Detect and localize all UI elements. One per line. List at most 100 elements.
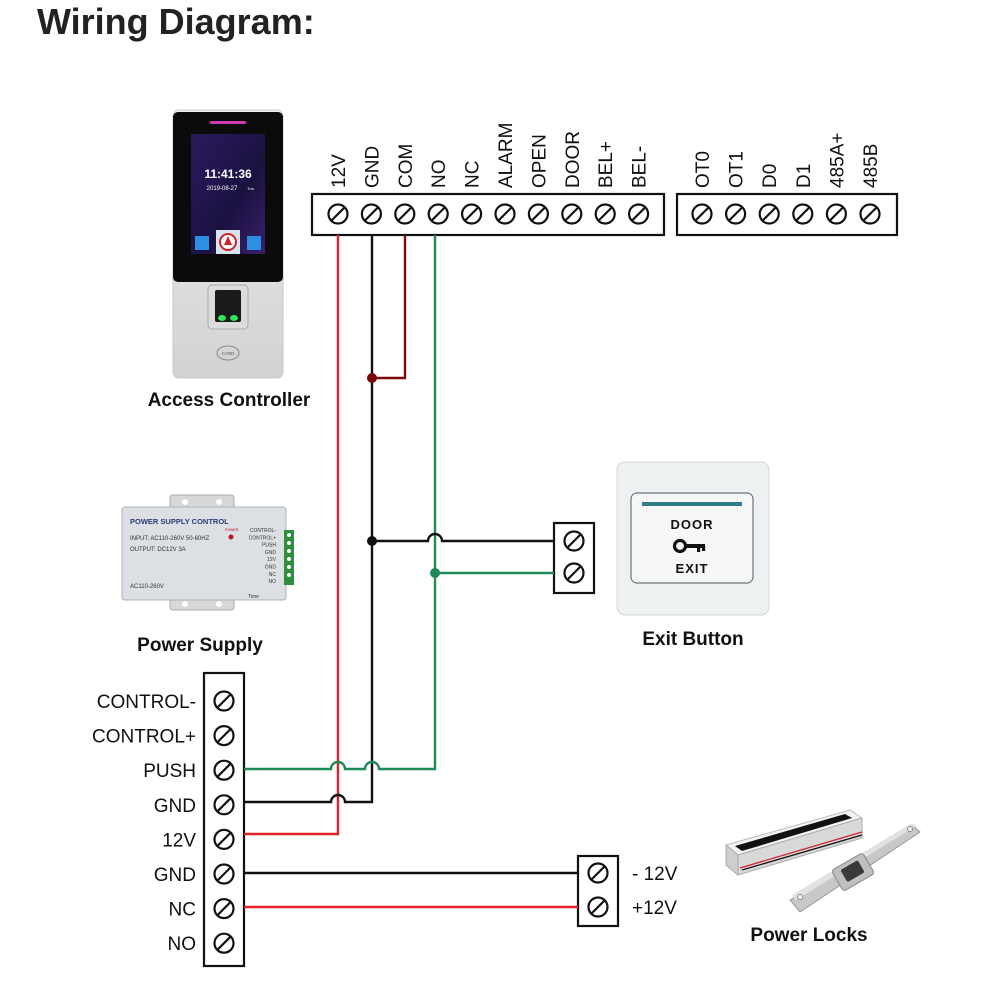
controller-main-terminal-label: NO — [429, 160, 450, 189]
psu-terminal-3 — [213, 794, 235, 816]
svg-text:AC110-260V: AC110-260V — [130, 584, 164, 590]
power-supply-device: POWER SUPPLY CONTROL INPUT: AC110-260V 5… — [121, 494, 294, 611]
controller-main-terminal-1 — [360, 203, 382, 225]
access-controller-caption: Access Controller — [148, 390, 311, 411]
screen-time: 11:41:36 — [204, 167, 252, 181]
psu-terminal-label: CONTROL- — [97, 692, 196, 713]
psu-terminal-5 — [213, 863, 235, 885]
svg-text:POWER: POWER — [225, 528, 239, 532]
exit-button-device: DOOR EXIT — [616, 461, 770, 616]
keypad-icon — [195, 236, 209, 250]
wire-com-dark-red — [372, 235, 407, 380]
controller-aux-terminal-label: 485B — [861, 144, 882, 188]
controller-main-terminal-label: NC — [463, 161, 484, 188]
psu-terminal-label: PUSH — [143, 761, 196, 782]
controller-main-terminal-label: GND — [362, 146, 383, 188]
psu-label-title: POWER SUPPLY CONTROL — [130, 517, 229, 526]
controller-main-terminal-label: 12V — [329, 154, 350, 188]
wire-gnd-black — [244, 235, 374, 804]
controller-main-terminal-9 — [627, 203, 650, 225]
power-locks-caption: Power Locks — [750, 925, 867, 946]
power-locks-label-neg: - 12V — [632, 864, 678, 885]
controller-aux-terminal-1 — [724, 203, 747, 225]
power-locks-label-pos: +12V — [632, 898, 677, 919]
svg-text:Time: Time — [248, 594, 259, 600]
psu-terminal-1 — [213, 724, 235, 747]
access-controller-device: 11:41:36 2019-08-27 Tue. CARD — [172, 109, 284, 379]
psu-device-terminal-label: GND — [265, 550, 277, 556]
psu-terminal-label: GND — [154, 865, 196, 886]
psu-terminal-label: 12V — [162, 830, 196, 851]
controller-main-terminal-4 — [461, 203, 483, 225]
exit-button-caption: Exit Button — [642, 629, 743, 650]
controller-main-terminal-label: BEL- — [630, 146, 651, 188]
svg-text:OUTPUT: DC12V 3A: OUTPUT: DC12V 3A — [130, 547, 186, 553]
controller-main-terminal-0 — [327, 203, 349, 225]
screen-day: Tue. — [247, 186, 255, 191]
psu-device-terminal-label: CONTROL+ — [249, 535, 276, 541]
psu-terminal-4 — [213, 828, 235, 851]
psu-terminal-6 — [213, 897, 235, 920]
power-locks-terminal-pos — [587, 896, 609, 918]
psu-terminal-block — [202, 671, 246, 968]
psu-device-terminal-label: CONTROL- — [250, 528, 276, 534]
exit-button-door-text: DOOR — [671, 517, 714, 532]
psu-terminal-label: GND — [154, 796, 196, 817]
controller-aux-terminal-0 — [691, 203, 713, 225]
psu-device-terminal-label: GND — [265, 565, 277, 571]
controller-aux-terminal-label: 485A+ — [827, 133, 848, 188]
controller-aux-terminal-label: OT0 — [693, 151, 714, 188]
electric-strike-device — [789, 823, 921, 913]
controller-main-terminal-6 — [527, 203, 550, 225]
controller-aux-terminal-5 — [859, 203, 881, 225]
psu-device-terminal-label: PUSH — [262, 543, 276, 549]
page-title: Wiring Diagram: — [37, 1, 315, 42]
psu-device-terminal-label: 12V — [267, 557, 277, 563]
menu-icon — [247, 236, 261, 250]
controller-main-terminal-3 — [427, 203, 449, 225]
controller-main-terminal-label: COM — [396, 144, 417, 188]
wire-12v-red — [244, 235, 340, 836]
psu-terminal-label: NO — [168, 934, 197, 955]
power-led — [228, 534, 234, 540]
psu-terminal-0 — [213, 690, 235, 712]
controller-aux-terminal-label: OT1 — [727, 151, 748, 188]
controller-aux-terminal-4 — [825, 203, 848, 225]
wire-exit-gnd-black — [372, 532, 554, 543]
controller-aux-terminal-label: D0 — [760, 164, 781, 188]
psu-terminal-2 — [213, 759, 235, 781]
controller-main-terminal-label: BEL+ — [596, 141, 617, 188]
power-supply-caption: Power Supply — [137, 635, 263, 656]
controller-aux-terminal-label: D1 — [794, 164, 815, 188]
svg-text:INPUT: AC110-260V 50-60HZ: INPUT: AC110-260V 50-60HZ — [130, 536, 210, 542]
psu-terminal-label: NC — [169, 900, 196, 921]
junction-com-gnd — [367, 373, 377, 383]
psu-terminal-label: CONTROL+ — [92, 727, 196, 748]
psu-device-terminal-label: NO — [269, 579, 277, 585]
controller-main-terminal-7 — [561, 203, 583, 225]
controller-main-terminal-8 — [594, 203, 616, 225]
controller-main-terminal-5 — [494, 203, 516, 225]
magnetic-lock-device — [724, 809, 864, 877]
wire-no-green — [244, 235, 437, 771]
exit-button-exit-text: EXIT — [676, 561, 709, 576]
controller-main-terminal-2 — [394, 203, 416, 225]
psu-terminal-7 — [213, 932, 235, 954]
key-icon — [672, 538, 706, 554]
junction-gnd-exit — [367, 536, 377, 546]
controller-aux-terminal-2 — [758, 203, 780, 225]
power-locks-terminal-neg — [587, 862, 609, 884]
controller-main-terminal-label: DOOR — [563, 131, 584, 188]
svg-text:CARD: CARD — [222, 351, 236, 356]
exit-button-terminal-2 — [563, 562, 585, 584]
controller-aux-terminal-3 — [792, 203, 814, 225]
controller-main-terminal-label: OPEN — [529, 134, 550, 188]
controller-main-terminal-label: ALARM — [496, 123, 517, 188]
psu-device-terminal-label: NC — [269, 572, 277, 578]
status-led-bar — [210, 121, 246, 124]
junction-no-exit — [430, 568, 440, 578]
card-reader-icon — [216, 345, 240, 361]
exit-button-terminal-1 — [563, 530, 585, 552]
screen-date: 2019-08-27 — [207, 186, 238, 192]
